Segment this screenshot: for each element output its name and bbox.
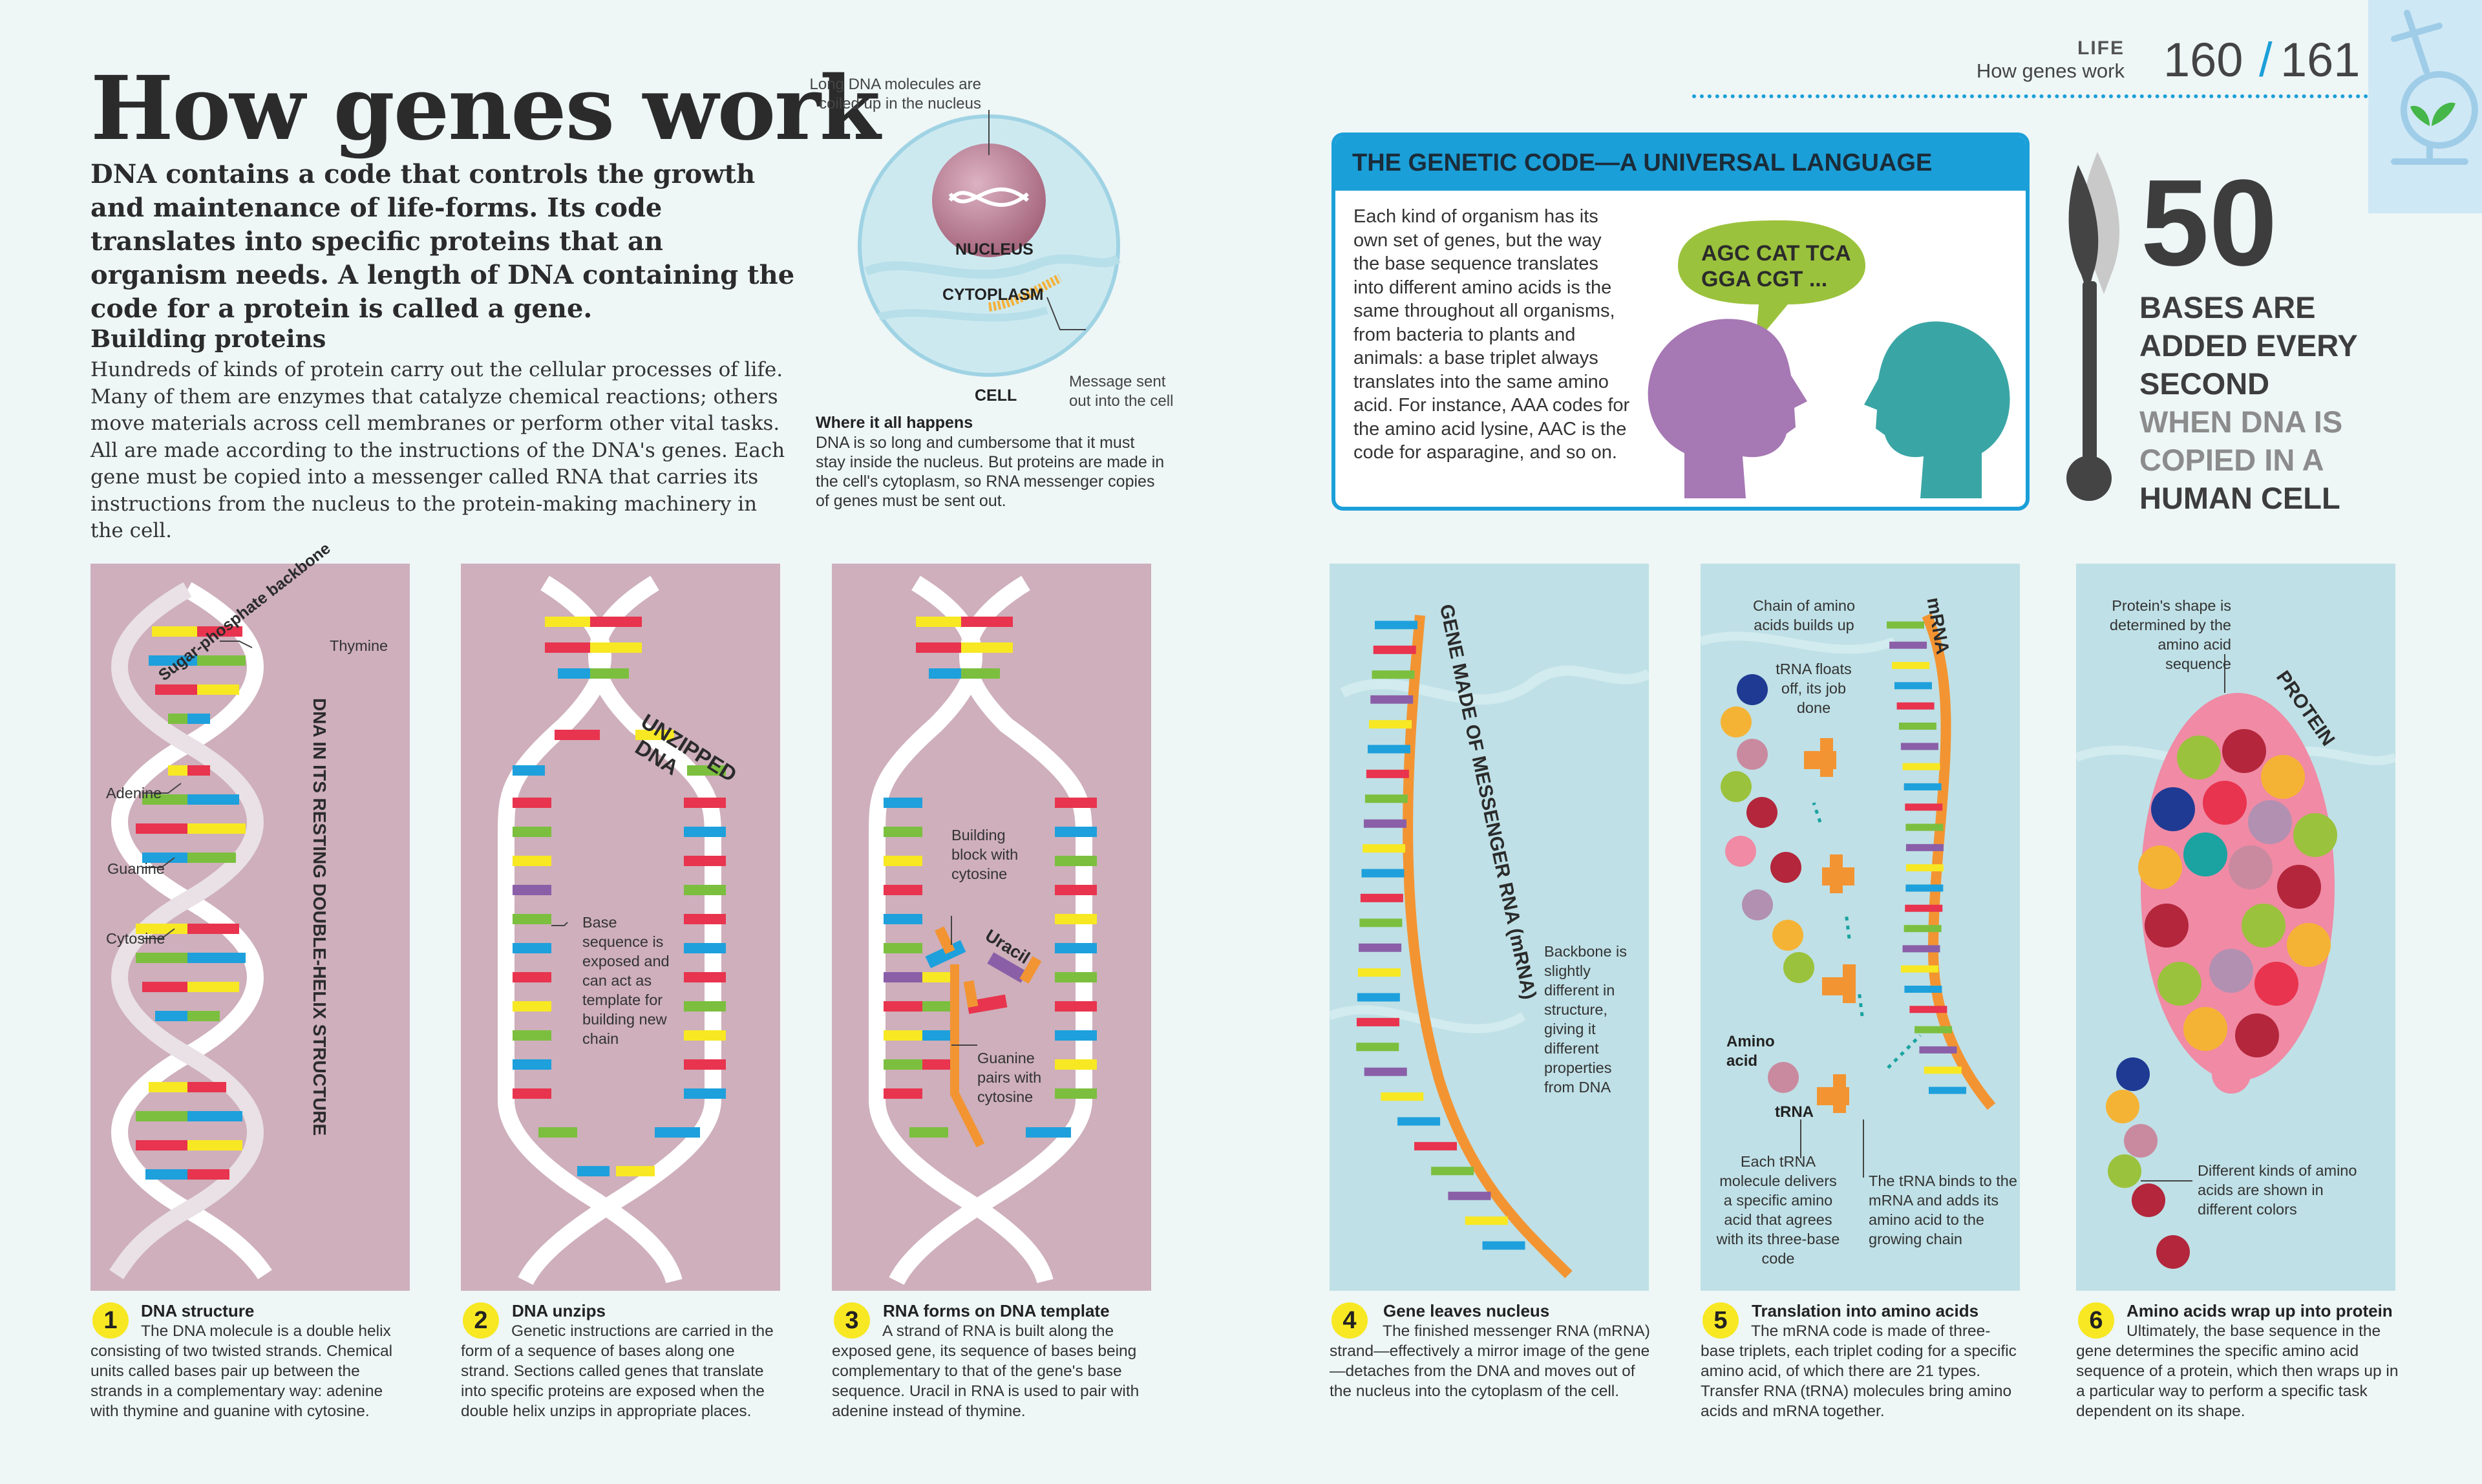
step-5-title: Translation into amino acids (1752, 1301, 1979, 1320)
step-4-title: Gene leaves nucleus (1383, 1301, 1550, 1320)
step-4-number: 4 (1331, 1302, 1368, 1339)
bubble-line-2: GGA CGT ... (1701, 267, 1828, 292)
page-number-right: 161 (2280, 33, 2360, 87)
panel-protein: Protein's shape is determined by the ami… (2076, 564, 2395, 1291)
speech-bubble-text: AGC CAT TCA GGA CGT ... (1701, 240, 1851, 292)
step-1-body: The DNA molecule is a double helix consi… (90, 1322, 393, 1420)
step-2-number: 2 (463, 1302, 499, 1339)
panel-dna-unzips: UNZIPPED DNA Base sequence is exposed an… (461, 564, 780, 1291)
genetic-code-box: THE GENETIC CODE—A UNIVERSAL LANGUAGE Ea… (1331, 132, 2030, 511)
double-helix-illustration (109, 582, 272, 1280)
step-1-number: 1 (92, 1302, 129, 1339)
chain-note: Chain of amino acids builds up (1752, 597, 1856, 633)
genetic-code-titlebar (1335, 136, 2026, 191)
genetic-code-title: THE GENETIC CODE—A UNIVERSAL LANGUAGE (1352, 149, 1933, 176)
talking-heads-illustration (1648, 220, 2010, 498)
message-callout: Message sent out into the cell (1069, 373, 1174, 410)
translation-illustration (1701, 613, 1996, 1178)
guanine-label: Guanine (107, 860, 165, 877)
adenine-label: Adenine (106, 785, 162, 801)
step-5-number: 5 (1702, 1302, 1739, 1339)
stat-line-1: BASES ARE (2139, 290, 2316, 324)
stat-line-5: COPIED IN A (2139, 443, 2324, 477)
mrna-strand-illustration (1330, 615, 1649, 1278)
section-label: LIFE (2077, 37, 2125, 59)
stat-line-3: SECOND (2139, 366, 2270, 401)
floats-note: tRNA floats off, its job done (1776, 661, 1852, 716)
cell-note-body: DNA is so long and cumbersome that it mu… (816, 434, 1165, 510)
step-5-body: The mRNA code is made of three-base trip… (1701, 1322, 2017, 1420)
base-sequence-note: Base sequence is exposed and can act as … (582, 914, 670, 1047)
step-6-title: Amino acids wrap up into protein (2127, 1301, 2393, 1320)
step-3-title: RNA forms on DNA template (883, 1301, 1110, 1320)
step-6-body: Ultimately, the base sequence in the gen… (2076, 1322, 2399, 1420)
cell-diagram (858, 110, 1121, 377)
amino-acid-label: Amino acid (1726, 1033, 1775, 1070)
step-3-body: A strand of RNA is built along the expos… (832, 1322, 1140, 1420)
page-number-left: 160 (2163, 33, 2243, 87)
building-proteins-heading: Building proteins (90, 324, 326, 353)
protein-shape-note: Protein's shape is determined by the ami… (2109, 597, 2231, 672)
rna-template-illustration (869, 575, 1097, 1286)
panel1-vertical-label: DNA IN ITS RESTING DOUBLE-HELIX STRUCTUR… (310, 698, 330, 1136)
microscope-icon (2391, 10, 2478, 165)
step-4-body: The finished messenger RNA (mRNA) strand… (1330, 1322, 1650, 1400)
thymine-label: Thymine (330, 637, 388, 654)
cell-note-title: Where it all happens (816, 414, 973, 432)
section-subtitle: How genes work (1976, 59, 2125, 82)
panel-rna-forms: Building block with cytosine Uracil Guan… (832, 564, 1151, 1291)
purple-head (1648, 319, 1807, 498)
step-1-title: DNA structure (141, 1301, 255, 1320)
step-2-title: DNA unzips (512, 1301, 606, 1320)
step-3-number: 3 (834, 1302, 870, 1339)
cytosine-label: Cytosine (106, 930, 165, 947)
teal-head (1864, 321, 2010, 498)
page-title: How genes work (90, 57, 880, 160)
protein-illustration (2076, 654, 2395, 1269)
trna-label: tRNA (1775, 1103, 1814, 1121)
nucleus-label: NUCLEUS (955, 240, 1034, 259)
cell-label: CELL (975, 387, 1017, 405)
stat-number: 50 (2141, 154, 2278, 292)
stat-text: BASES ARE ADDED EVERY SECOND WHEN DNA IS… (2139, 288, 2358, 517)
pipette-icon (2066, 152, 2120, 501)
building-proteins-body: Hundreds of kinds of protein carry out t… (90, 358, 785, 542)
amino-kinds-note: Different kinds of amino acids are shown… (2198, 1162, 2357, 1218)
step-2-body: Genetic instructions are carried in the … (461, 1322, 774, 1420)
panel-translation: Chain of amino acids builds up tRNA floa… (1701, 564, 2020, 1291)
panel-dna-structure: Thymine Adenine Guanine Cytosine Sugar-p… (90, 539, 410, 1291)
section-tab (2368, 0, 2482, 213)
bubble-line-1: AGC CAT TCA (1701, 241, 1851, 266)
building-block-note: Building block with cytosine (951, 827, 1019, 882)
cytoplasm-label: CYTOPLASM (942, 286, 1044, 304)
each-trna-note: Each tRNA molecule delivers a specific a… (1716, 1153, 1840, 1267)
trna-binds-note: The tRNA binds to the mRNA and adds its … (1869, 1172, 2017, 1247)
guanine-pairs-note: Guanine pairs with cytosine (977, 1050, 1042, 1105)
unzipped-dna-illustration (498, 575, 726, 1286)
stat-line-6: HUMAN CELL (2139, 481, 2340, 515)
panel-gene-leaves: GENE MADE OF MESSENGER RNA (mRNA) Backbo… (1330, 564, 1649, 1291)
step-6-number: 6 (2078, 1302, 2114, 1339)
header-dotted-rule (1692, 94, 2368, 98)
genetic-code-body: Each kind of organism has its own set of… (1353, 206, 1630, 463)
stat-line-2: ADDED EVERY (2139, 328, 2358, 363)
page-separator: / (2259, 33, 2273, 87)
backbone-note: Backbone is slightly different in struct… (1544, 943, 1628, 1096)
intro-text: DNA contains a code that controls the gr… (90, 159, 795, 324)
cell-callout-dna: Long DNA molecules are coiled up in the … (809, 76, 981, 112)
stat-line-4: WHEN DNA IS (2139, 405, 2343, 439)
